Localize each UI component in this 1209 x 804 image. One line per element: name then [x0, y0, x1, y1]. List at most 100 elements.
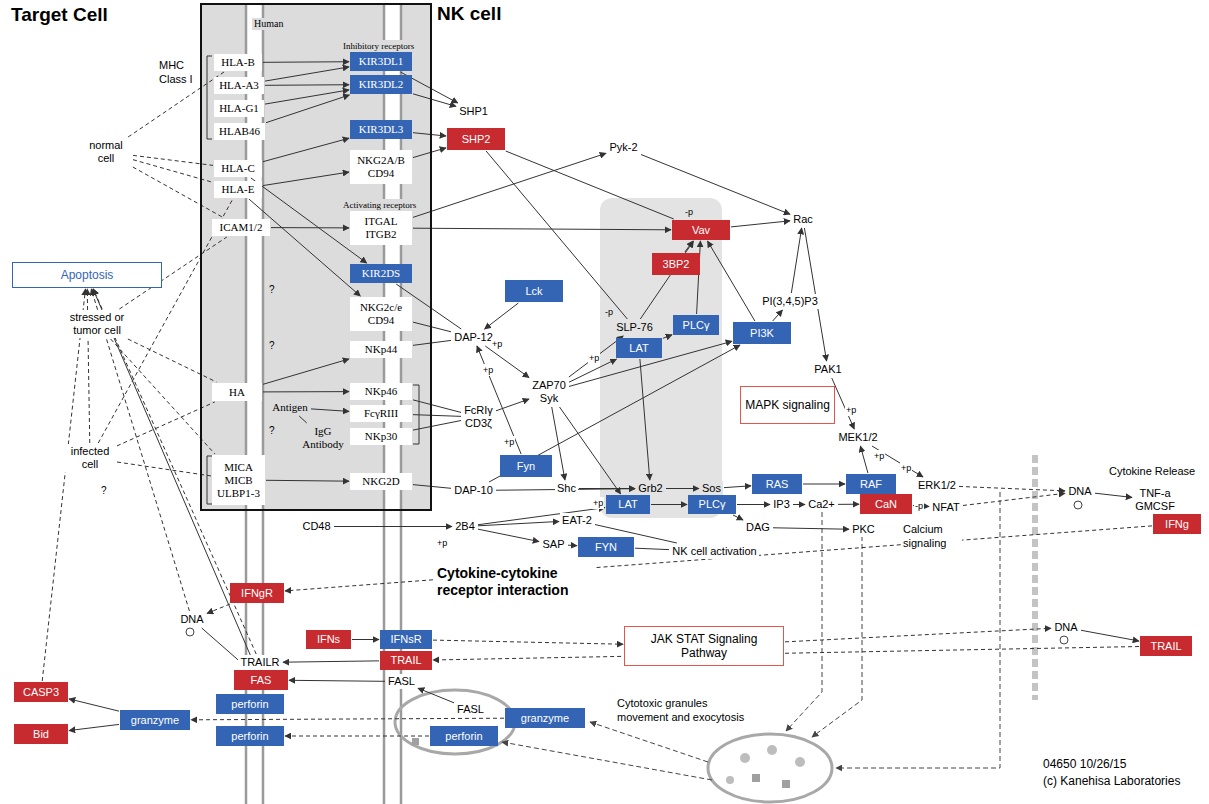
arrow-connector — [271, 227, 349, 228]
node-label: FASL — [386, 674, 417, 689]
label-holder: -p — [604, 306, 614, 318]
gene-box: IFNsR — [380, 630, 432, 649]
node-text: CD94 — [368, 314, 394, 327]
gene-box: PI3K — [733, 322, 791, 344]
gene-box: HLA-A3 — [214, 77, 264, 94]
node-text: CD94 — [368, 167, 394, 180]
arrow-connector — [651, 504, 687, 505]
node-text: NKp46 — [365, 385, 397, 398]
node-text: FASL — [457, 703, 484, 716]
node-label: DAP-12 — [452, 330, 495, 345]
gene-box: FAS — [234, 670, 288, 690]
label-holder: +p — [436, 537, 448, 549]
node-text: IFNsR — [390, 633, 421, 646]
node-text: Ca2+ — [808, 498, 835, 511]
arrow-connector — [640, 359, 650, 480]
diagram-label: (c) Kanehisa Laboratories — [1042, 774, 1181, 789]
label-holder: +p — [592, 497, 604, 509]
node-label: infected cell — [64, 444, 116, 472]
diagram-label: Activating receptors — [342, 199, 417, 211]
gene-box: 3BP2 — [652, 253, 700, 275]
gene-box: granzyme — [505, 708, 585, 728]
arrow-connector — [433, 647, 1139, 660]
node-label: DNA — [1066, 484, 1094, 499]
node-label: PI(3,4,5)P3 — [760, 294, 820, 309]
node-text: SHP2 — [462, 133, 491, 146]
arrow-connector — [489, 345, 740, 482]
node-text: TRAIL — [1150, 640, 1181, 653]
cytotoxic-granule — [708, 734, 832, 802]
gene-box: HLAB46 — [214, 123, 265, 140]
label-holder: MHC Class I — [158, 58, 198, 86]
label-holder: +p — [503, 436, 515, 448]
gene-box: NKp46 — [350, 383, 412, 400]
node-text: HLA-G1 — [219, 102, 259, 115]
arrow-connector — [334, 526, 452, 527]
arrow-connector — [413, 485, 451, 489]
arrow-connector — [263, 172, 349, 186]
node-label: PAK1 — [812, 362, 844, 377]
gene-box: RAF — [846, 474, 896, 494]
diagram-label: +p — [592, 497, 604, 509]
arrow-connector — [263, 61, 349, 63]
node-text: ZAP70 — [532, 379, 566, 392]
dna-marker — [1074, 501, 1082, 509]
arrow-connector — [263, 391, 349, 392]
label-holder: ? — [268, 424, 276, 437]
gene-box: CASP3 — [14, 682, 68, 702]
diagram-label: +p — [900, 462, 912, 474]
gene-box: KIR3DL1 — [350, 52, 412, 71]
fusing-vesicle — [395, 690, 515, 754]
node-text: Apoptosis — [61, 268, 114, 282]
node-label: SHP1 — [457, 104, 490, 119]
node-label: CD48 — [300, 519, 333, 534]
arrow-connector — [485, 303, 519, 329]
gene-box: HA — [212, 383, 262, 401]
node-text: HLA-C — [221, 162, 255, 175]
gene-box: Bid — [14, 724, 68, 744]
gene-box: HLA-B — [214, 54, 262, 71]
arrow-connector — [413, 153, 606, 217]
diagram-label: NK cell — [436, 3, 502, 25]
dna-marker — [1060, 636, 1068, 644]
gene-box: MICAMICBULBP1-3 — [212, 455, 265, 505]
label-holder: Cytokine Release — [1108, 464, 1196, 478]
node-text: NKp44 — [365, 343, 397, 356]
arrow-connector — [477, 346, 521, 454]
gene-box: LAT — [616, 338, 662, 358]
node-label: PKC — [850, 522, 877, 537]
granule-dot — [795, 757, 805, 767]
node-label: FASL — [455, 702, 486, 717]
arrow-connector — [42, 289, 85, 681]
label-holder: Cytokine-cytokine receptor interaction — [436, 565, 596, 599]
node-text: FcγRIII — [364, 407, 398, 420]
node-label: SAP — [540, 537, 567, 552]
arrow-connector — [685, 241, 693, 252]
release-arrow — [502, 742, 712, 780]
node-label: EAT-2 — [560, 513, 594, 528]
node-text: normal cell — [80, 139, 132, 165]
arrow-connector — [69, 724, 119, 730]
node-label: normal cell — [80, 138, 132, 166]
arrow-connector — [311, 409, 349, 412]
node-text: IFNs — [317, 633, 340, 646]
node-text: NKp30 — [365, 430, 397, 443]
vesicle-dot — [412, 738, 419, 745]
node-label: 2B4 — [453, 519, 477, 534]
arrow-connector — [283, 661, 379, 662]
label-holder: Calcium signaling — [902, 522, 962, 550]
node-text: HLAB46 — [219, 125, 260, 138]
node-text: FcRIγ — [464, 404, 493, 417]
arrow-connector — [737, 504, 770, 505]
node-text: MAPK signaling — [745, 398, 830, 412]
node-text: NK cell activation — [672, 545, 756, 558]
arrow-connector — [413, 228, 671, 230]
arrow-connector — [552, 407, 565, 480]
node-text: 3BP2 — [663, 258, 690, 271]
node-label: Pyk-2 — [607, 140, 640, 155]
arrow-connector — [413, 340, 451, 345]
node-label: stressed or tumor cell — [62, 310, 132, 338]
node-label: NFAT — [930, 500, 962, 515]
